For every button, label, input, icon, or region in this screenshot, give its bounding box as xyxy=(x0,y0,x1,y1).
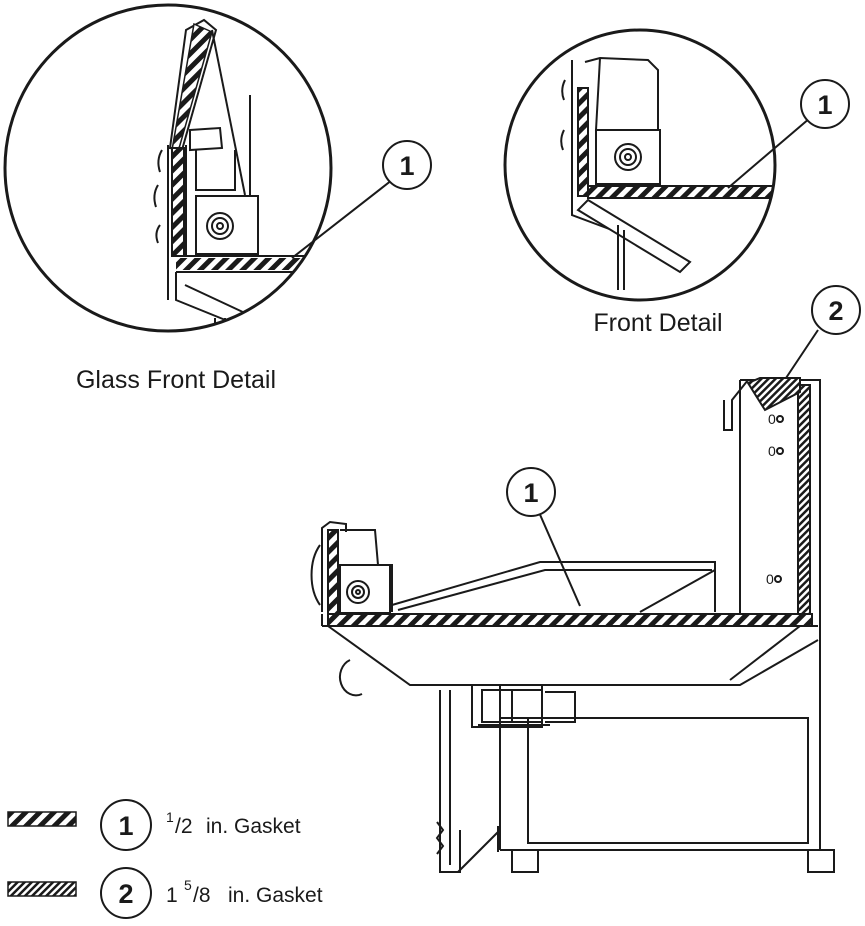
callout-number-glass-front: 1 xyxy=(399,151,414,181)
gasket-one-five-eighths-swatch xyxy=(7,881,77,897)
svg-text:0: 0 xyxy=(766,571,774,587)
gasket-half-inch-swatch xyxy=(7,811,77,827)
glass-front-detail: 1 Glass Front Detail xyxy=(3,3,432,394)
callout-bubble-rear-cap xyxy=(811,285,861,335)
legend-1-denominator: /2 xyxy=(175,815,193,838)
callout-number-front: 1 xyxy=(817,90,832,120)
legend: 1 1 /2 in. Gasket 2 1 5 /8 in. Gasket xyxy=(7,799,323,919)
legend-2-numerator: 5 xyxy=(184,877,192,893)
svg-text:0: 0 xyxy=(768,411,776,427)
legend-bubble-1 xyxy=(100,799,152,851)
callout-bubble-front xyxy=(800,79,850,129)
svg-text:0: 0 xyxy=(768,443,776,459)
legend-number-1: 1 xyxy=(118,811,133,841)
glass-front-detail-caption: Glass Front Detail xyxy=(76,366,276,394)
legend-1-numerator: 1 xyxy=(166,809,174,825)
callout-bubble-glass-front xyxy=(382,140,432,190)
case-side-view: 0 0 0 xyxy=(310,377,835,873)
front-detail-caption: Front Detail xyxy=(593,309,722,337)
legend-2-label: in. Gasket xyxy=(228,884,323,907)
legend-number-2: 2 xyxy=(118,879,133,909)
legend-1-label: in. Gasket xyxy=(206,815,301,838)
front-detail: 1 Front Detail xyxy=(503,28,850,337)
legend-2-whole: 1 xyxy=(166,884,178,907)
callout-bubble-main-deck xyxy=(506,467,556,517)
legend-2-denominator: /8 xyxy=(193,884,211,907)
legend-bubble-2 xyxy=(100,867,152,919)
callout-number-rear-cap: 2 xyxy=(828,296,843,326)
callout-number-main-deck: 1 xyxy=(523,478,538,508)
